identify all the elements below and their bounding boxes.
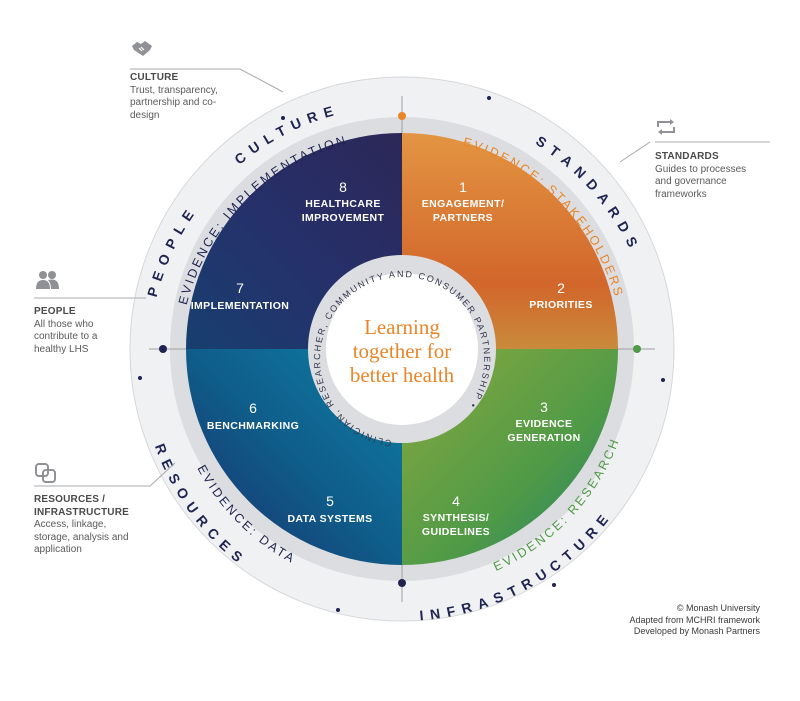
stage-number: 7 [236,280,244,296]
stage-4: 4 SYNTHESIS/ GUIDELINES [422,493,490,538]
outer-ring-dots [138,96,665,612]
note-text: Guides to processes and governance frame… [655,163,747,200]
credit-line: Developed by Monash Partners [633,626,760,636]
stage-number: 1 [459,179,467,195]
stage-8: 8 HEALTHCARE IMPROVEMENT [302,179,385,224]
note-title: CULTURE [130,72,179,83]
note-title: PEOPLE [34,306,76,317]
center-disc [326,273,478,425]
credit-line: © Monash University [676,603,760,613]
note-people: PEOPLE All those who contribute to a hea… [34,270,154,356]
stage-label-line-2: GENERATION [507,432,580,444]
repeat-arrows-icon [657,119,675,135]
stage-number: 4 [452,493,460,509]
stage-number: 8 [339,179,347,195]
stage-label-line-1: IMPLEMENTATION [191,300,290,312]
note-text: All those who contribute to a healthy LH… [34,318,98,355]
stage-label-line-2: PARTNERS [433,212,493,224]
people-icon [36,271,59,289]
handshake-icon [132,41,152,56]
linked-squares-icon [35,463,56,483]
center-title-line-3: better health [350,363,455,387]
stage-3: 3 EVIDENCE GENERATION [507,399,580,444]
center-title-line-1: Learning [364,315,440,339]
note-standards: STANDARDS Guides to processes and govern… [655,118,775,201]
center-title-line-2: together for [353,339,452,363]
stage-7: 7 IMPLEMENTATION [191,280,290,312]
note-text: Trust, transparency, partnership and co-… [130,84,218,121]
stage-number: 6 [249,400,257,416]
stage-label-line-1: SYNTHESIS/ [423,512,489,524]
note-text: Access, linkage, storage, analysis and a… [34,519,129,555]
stage-label-line-1: EVIDENCE [516,418,573,430]
note-culture: CULTURE Trust, transparency, partnership… [130,38,250,122]
stage-number: 5 [326,493,334,509]
stage-number: 3 [540,399,548,415]
note-title: STANDARDS [655,151,719,162]
stage-label-line-1: PRIORITIES [529,299,593,311]
stage-number: 2 [557,280,565,296]
note-title: RESOURCES / INFRASTRUCTURE [34,494,130,518]
stage-5: 5 DATA SYSTEMS [287,493,372,525]
stage-label-line-2: IMPROVEMENT [302,212,385,224]
stage-label-line-1: HEALTHCARE [305,198,381,210]
stage-label-line-1: ENGAGEMENT/ [422,198,505,210]
stage-2: 2 PRIORITIES [529,280,593,311]
axis-markers [149,96,655,602]
stage-label-line-1: DATA SYSTEMS [287,513,372,525]
credit-line: Adapted from MCHRI framework [629,614,760,625]
note-resources: RESOURCES / INFRASTRUCTURE Access, linka… [34,462,164,557]
credits: © Monash University Adapted from MCHRI f… [629,603,760,638]
stage-label-line-1: BENCHMARKING [207,420,299,432]
leader-lines [34,68,770,487]
stage-label-line-2: GUIDELINES [422,526,490,538]
stage-6: 6 BENCHMARKING [207,400,299,432]
stage-1: 1 ENGAGEMENT/ PARTNERS [422,179,505,224]
